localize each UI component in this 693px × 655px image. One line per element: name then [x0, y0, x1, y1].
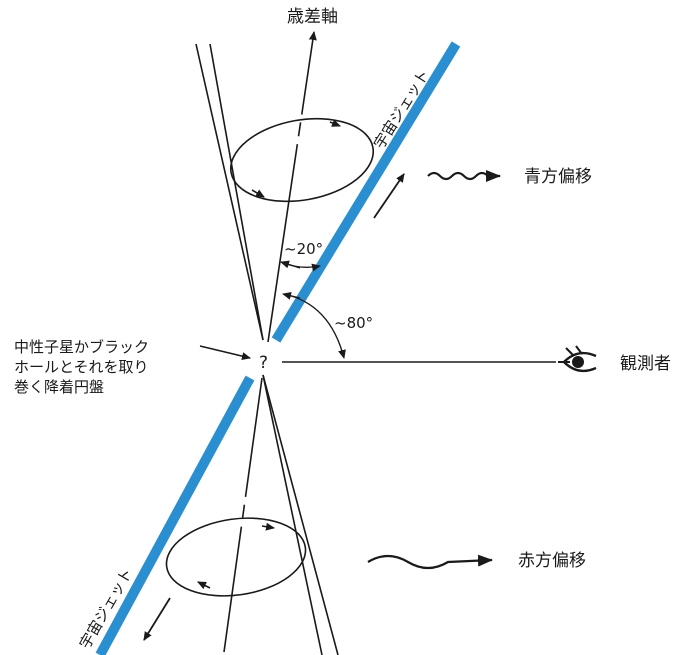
central-object-label-line-1: 中性子星かブラック — [14, 338, 149, 356]
cosmic-jet-upper — [271, 41, 461, 343]
lower-cone-right-line-1 — [262, 374, 323, 655]
observer-label: 観測者 — [620, 354, 671, 374]
central-object-label-line-3: 巻く降着円盤 — [14, 378, 104, 396]
upper-precession-ellipse — [229, 117, 375, 203]
lower-cone-right-line-2 — [262, 374, 339, 655]
upper-ellipse-arrow-2 — [251, 189, 265, 198]
jet-motion-arrow-lower — [143, 597, 171, 641]
angle-arc-20 — [280, 261, 321, 272]
question-mark: ? — [259, 353, 268, 373]
lower-ellipse-arrow-2 — [197, 581, 211, 590]
upper-cone-mid-line — [209, 43, 264, 341]
angle-label-20: ~20° — [284, 240, 323, 258]
upper-ellipse-arrow-1 — [329, 119, 341, 127]
angle-arc-80-start — [282, 291, 301, 300]
precession-axis-upper — [267, 31, 317, 343]
cosmic-jet-lower — [95, 375, 255, 655]
redshift-wave-arrow — [367, 554, 493, 570]
lower-precession-ellipse — [165, 517, 307, 597]
angle-label-80: ~80° — [334, 314, 373, 332]
precession-axis-lower — [223, 377, 263, 653]
lower-ellipse-arrow-1 — [261, 522, 275, 531]
blueshift-label: 青方偏移 — [524, 167, 592, 187]
upper-cone-left-line — [195, 43, 264, 341]
central-object-label-line-2: ホールとそれを取り — [14, 358, 149, 376]
blueshift-wave-arrow — [427, 170, 501, 182]
central-object-pointer — [199, 345, 251, 361]
eye-icon — [558, 345, 597, 373]
jet-motion-arrow-upper — [373, 173, 405, 219]
redshift-label: 赤方偏移 — [518, 551, 586, 571]
angle-arc-20-start — [280, 260, 301, 269]
precession-axis-label: 歳差軸 — [287, 7, 338, 27]
